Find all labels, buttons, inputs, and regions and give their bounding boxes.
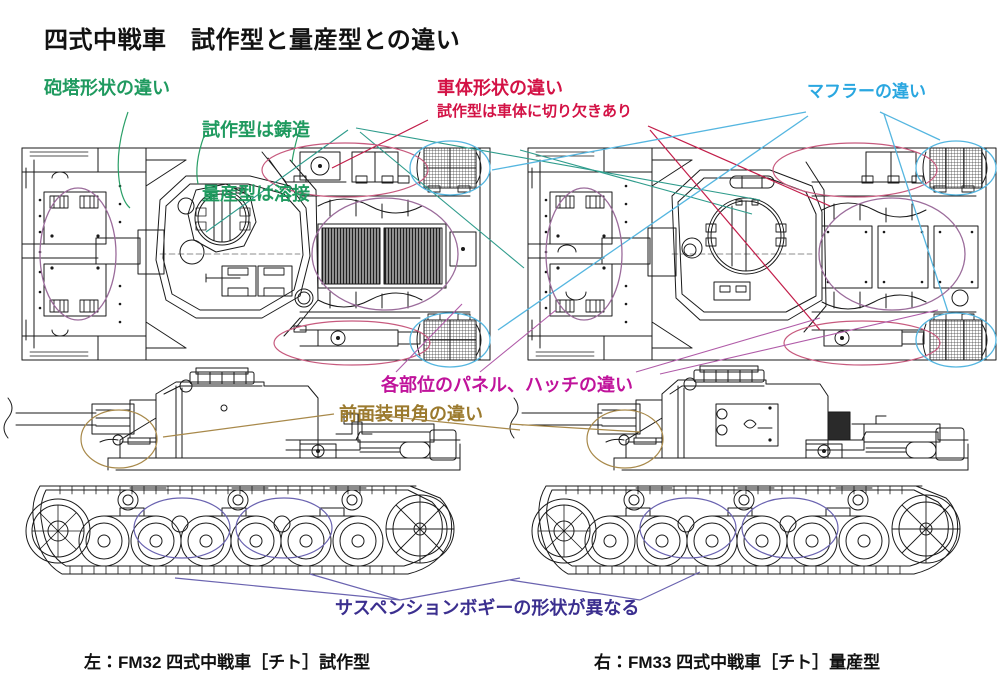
page-title: 四式中戦車 試作型と量産型との違い bbox=[44, 27, 461, 54]
left-side-view bbox=[3, 367, 461, 575]
annotation-cast-vs-weld-line1: 試作型は鋳造 bbox=[202, 120, 310, 141]
marker-hull-shape bbox=[331, 119, 831, 331]
annotation-turret-shape: 砲塔形状の違い bbox=[44, 78, 170, 98]
annotation-cast-vs-weld-line2: 量産型は溶接 bbox=[202, 184, 310, 205]
annotation-suspension-bogie: サスペンションボギーの形状が異なる bbox=[335, 598, 640, 618]
marker-turret-shape bbox=[117, 111, 301, 209]
annotation-front-armor-angle: 前面装甲角の違い bbox=[339, 404, 483, 424]
muffler-right-bottom bbox=[922, 313, 988, 361]
annotation-hull-notch: 試作型は車体に切り欠きあり bbox=[437, 103, 633, 120]
annotation-hull-shape: 車体形状の違い bbox=[437, 78, 563, 98]
caption-right-drawing: 右：FM33 四式中戦車［チト］量産型 bbox=[594, 653, 881, 672]
muffler-left-top bbox=[416, 147, 482, 193]
marker-front-armor bbox=[80, 409, 664, 469]
right-top-view bbox=[527, 147, 997, 361]
muffler-right-top bbox=[922, 147, 988, 193]
annotation-panels-hatches: 各部位のパネル、ハッチの違い bbox=[381, 375, 633, 395]
marker-panel-leaders bbox=[395, 303, 939, 375]
marker-suspension bbox=[133, 497, 839, 601]
muffler-left-bottom bbox=[416, 313, 482, 361]
left-top-view bbox=[21, 147, 491, 361]
right-side-view bbox=[509, 365, 969, 575]
caption-left-drawing: 左：FM32 四式中戦車［チト］試作型 bbox=[84, 653, 371, 672]
annotation-muffler: マフラーの違い bbox=[807, 82, 926, 101]
marker-cast-weld bbox=[205, 127, 761, 269]
marker-panel-ellipses bbox=[39, 187, 966, 321]
annotation-cast-vs-weld: 試作型は鋳造 量産型は溶接 bbox=[202, 78, 310, 248]
marker-muffler bbox=[409, 111, 997, 368]
marker-hull-ellipses bbox=[261, 142, 941, 366]
